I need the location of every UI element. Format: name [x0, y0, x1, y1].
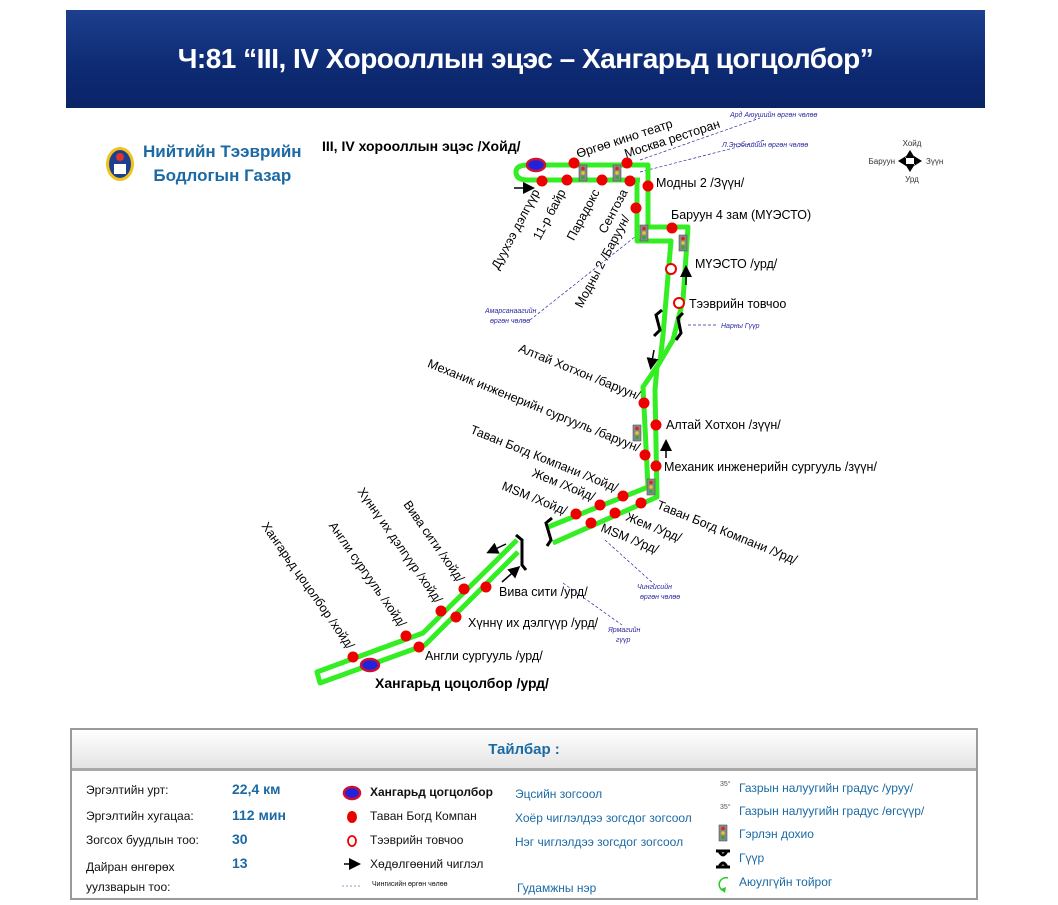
- street-lines: [529, 117, 766, 626]
- terminal-north-icon: [525, 157, 547, 173]
- meaning-two-way: Хоёр чиглэлдээ зогсдог зогсоол: [515, 811, 692, 825]
- meaning-street: Гудамжны нэр: [517, 881, 597, 895]
- stop-label: Баруун 4 зам (МҮЭСТО): [671, 208, 811, 222]
- compass-north: Хойд: [903, 139, 922, 148]
- compass-east: Зүүн: [926, 157, 943, 166]
- stat-label-intersections: Дайран өнгөрөх уулзварын тоо:: [86, 860, 175, 894]
- bridge-icon: [716, 849, 730, 869]
- stop-label: Механик инженерийн сургууль /баруун/: [426, 356, 643, 455]
- direction-arrows: [486, 182, 692, 583]
- stop-label: Вива сити /урд/: [499, 585, 588, 599]
- legend-panel: Тайлбар : Эргэлтийн урт: 22,4 км Эргэлти…: [70, 728, 978, 900]
- street-yarmag-1: Ярмагийн: [607, 626, 641, 634]
- stat-label-stops: Зогсох буудлын тоо:: [86, 833, 199, 847]
- title-banner: Ч:81 “III, IV Хорооллын эцэс – Хангарьд …: [66, 10, 985, 108]
- street-chingis-1: Чингисийн: [637, 583, 672, 591]
- stop-label: Парадокс: [564, 187, 603, 243]
- street-yarmag-2: гүүр: [616, 637, 630, 644]
- emblem-icon: [106, 147, 134, 181]
- stat-value-duration: 112 мин: [232, 807, 286, 823]
- compass: Хойд Урд Баруун Зүүн: [869, 139, 944, 184]
- symbol-terminal: Хангарьд цогцолбор: [370, 785, 493, 799]
- logo-line-2: Бодлогын Газар: [153, 166, 292, 185]
- agency-logo: Нийтийн Тээврийн Бодлогын Газар: [105, 140, 302, 188]
- street-narny-guur: Нарны Гүүр: [721, 323, 760, 330]
- route-title: Ч:81 “III, IV Хорооллын эцэс – Хангарьд …: [177, 43, 874, 74]
- meaning-one-way: Нэг чиглэлдээ зогсдог зогсоол: [515, 835, 684, 849]
- stop-label: Алтай Хотхон /баруун/: [517, 341, 643, 403]
- legend-symbols: [342, 785, 362, 887]
- slope-up-value: 35°: [720, 781, 731, 788]
- terminal-north-label: III, IV хорооллын эцэс /Хойд/: [322, 138, 521, 154]
- street-chingis-2: өргөн чөлөө: [640, 594, 680, 601]
- stop-label: Алтай Хотхон /зүүн/: [666, 418, 781, 432]
- hub-icon: [347, 835, 357, 847]
- bridge-label: Гүүр: [739, 851, 765, 865]
- terminal-south-label: Хангарьд цоцолбор /урд/: [375, 675, 549, 691]
- street-amarsanaa-1: Амарсанаагийн: [484, 307, 537, 315]
- compass-south: Урд: [905, 175, 919, 184]
- stop-label: Англи сургууль /урд/: [425, 649, 543, 663]
- traffic-light-label: Гэрлэн дохио: [739, 827, 814, 841]
- street-ard-ayush: Ард Аюушийн өргөн чөлөө: [729, 111, 817, 119]
- stop-icon: [347, 811, 357, 823]
- traffic-light-icon: [718, 824, 728, 842]
- hub-stops: [665, 263, 685, 309]
- slope-down-label: Газрын налуугийн градус /өгсүүр/: [739, 804, 925, 818]
- logo-line-1: Нийтийн Тээврийн: [143, 142, 302, 161]
- symbol-direction: Хөдөлгөөний чиглэл: [370, 857, 484, 871]
- symbol-stop: Таван Богд Компан: [370, 809, 477, 823]
- stop-label: Механик инженерийн сургууль /зүүн/: [664, 460, 877, 474]
- stat-value-length: 22,4 км: [232, 781, 281, 797]
- stop-label: Тээврийн товчоо: [689, 297, 786, 311]
- slope-down-value: 35°: [720, 804, 731, 811]
- compass-west: Баруун: [869, 157, 895, 166]
- legend-right-icons: [716, 824, 730, 893]
- stop-label: МҮЭСТО /урд/: [695, 257, 778, 271]
- street-amarsanaa-2: өргөн чөлөө: [490, 318, 530, 325]
- legend-title: Тайлбар :: [72, 730, 976, 771]
- stat-label-length: Эргэлтийн урт:: [86, 783, 169, 797]
- symbol-hub: Тээврийн товчоо: [370, 833, 464, 847]
- route-map: Хойд Урд Баруун Зүүн Ард Аюушийн өргөн ч…: [259, 111, 944, 691]
- stat-label-duration: Эргэлтийн хугацаа:: [86, 809, 194, 823]
- street-enebish: Л.Энэбишийн өргөн чөлөө: [721, 141, 808, 149]
- stop-dots: [347, 157, 678, 663]
- stat-value-stops: 30: [232, 831, 248, 847]
- stat-value-intersections: 13: [232, 855, 248, 871]
- meaning-terminal: Эцсийн зогсоол: [515, 787, 603, 801]
- terminal-icon: [342, 785, 362, 801]
- symbol-street: Чингисийн өргөн чөлөө: [372, 881, 448, 888]
- compass-arrows-icon: [898, 150, 922, 172]
- roundabout-label: Аюулгүйн тойрог: [739, 875, 833, 889]
- stop-label: Хүннү их дэлгүүр /урд/: [468, 616, 599, 630]
- terminal-south-icon: [359, 657, 381, 673]
- bridge-icons: [515, 308, 685, 571]
- stop-label: Модны 2 /Зүүн/: [656, 176, 745, 190]
- slope-up-label: Газрын налуугийн градус /уруу/: [739, 781, 914, 795]
